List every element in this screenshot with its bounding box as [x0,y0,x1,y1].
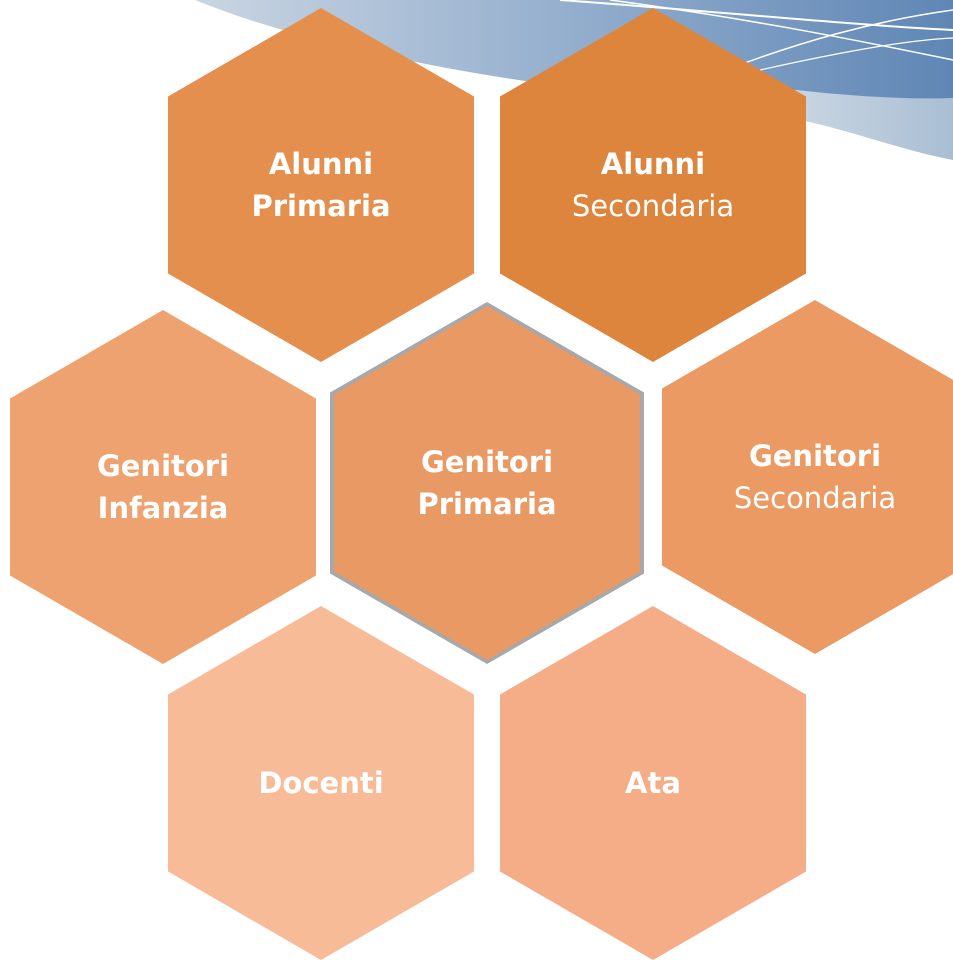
hexagon-label-line2: Secondaria [733,481,897,515]
hexagon-genitori-primaria: Genitori Primaria [334,306,640,660]
hexagon-label-line1: Docenti [258,765,384,800]
hexagon-label-line2: Primaria [417,487,557,521]
hexagon-ata: Ata [500,606,806,960]
hexagon-docenti: Docenti [168,606,474,960]
hexagon-label-line1: Ata [625,765,681,800]
hexagon-genitori-infanzia: Genitori Infanzia [10,310,316,664]
hexagon-label-line1: Genitori [420,444,554,479]
hexagon-label-line2: Primaria [251,189,391,223]
hexagon-label-line1: Genitori [748,438,882,473]
hexagon-label-line2: Infanzia [97,491,229,525]
hexagon-label-line1: Alunni [268,146,374,181]
hexagon-label-line1: Genitori [96,448,230,483]
hexagon-label-line2: Secondaria [571,189,735,223]
hexagon-alunni-secondaria: Alunni Secondaria [500,8,806,362]
hexagon-alunni-primaria: Alunni Primaria [168,8,474,362]
hexagon-label-line1: Alunni [600,146,706,181]
